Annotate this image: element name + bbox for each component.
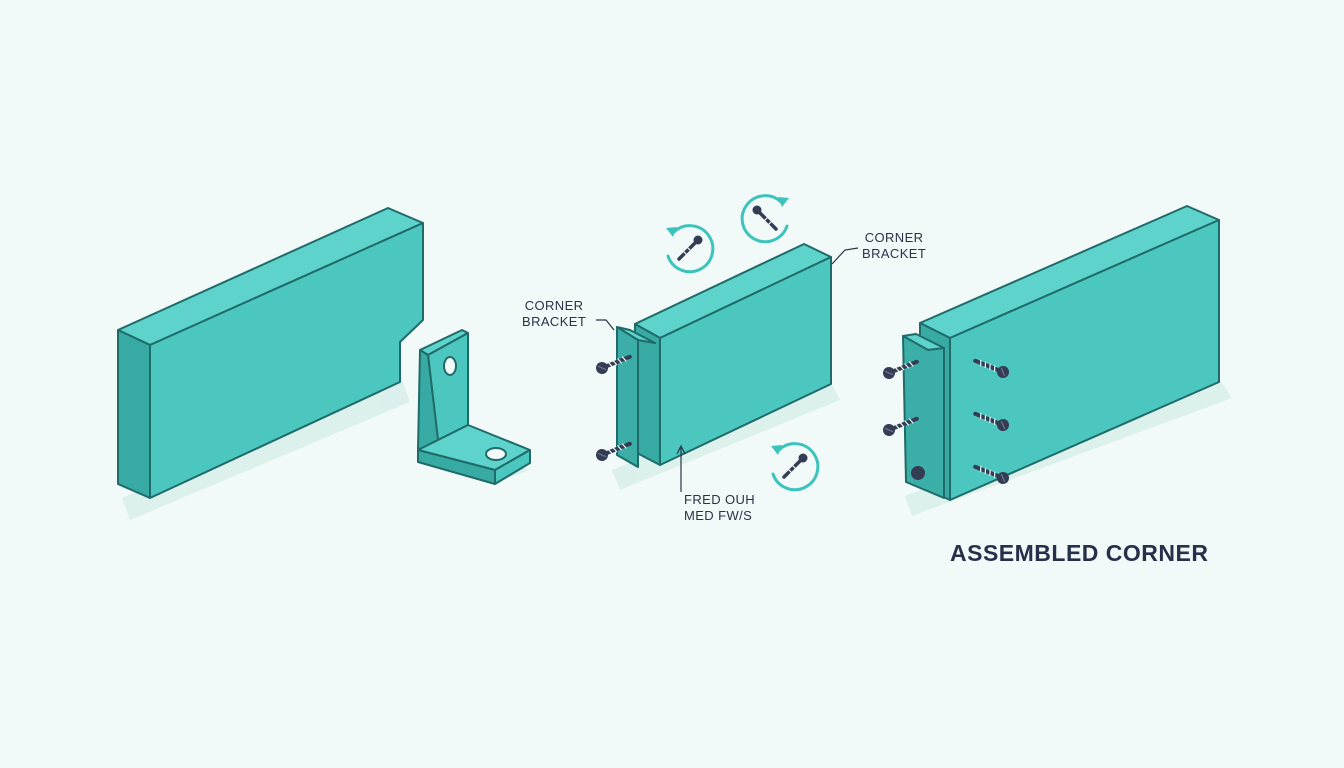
assembled-bracket-plate bbox=[902, 333, 945, 499]
corner-bracket-label-right: CORNER BRACKET bbox=[862, 230, 927, 261]
screw-head-icon bbox=[911, 466, 925, 480]
rotate-screw-icon bbox=[664, 223, 715, 274]
middle-bracket-plate bbox=[616, 326, 656, 468]
rotate-screw-icon bbox=[769, 441, 820, 492]
assembled-screws bbox=[879, 353, 1013, 488]
assembled-corner-caption: ASSEMBLED CORNER bbox=[950, 540, 1209, 566]
left-wood-board bbox=[117, 207, 424, 499]
leader-lines bbox=[596, 247, 859, 492]
corner-bracket-label-left: CORNER BRACKET bbox=[522, 298, 587, 329]
fastener-note-label: FRED OUH MED FW/S bbox=[684, 492, 756, 523]
rotate-screw-icon bbox=[740, 193, 791, 244]
l-bracket bbox=[417, 329, 531, 485]
